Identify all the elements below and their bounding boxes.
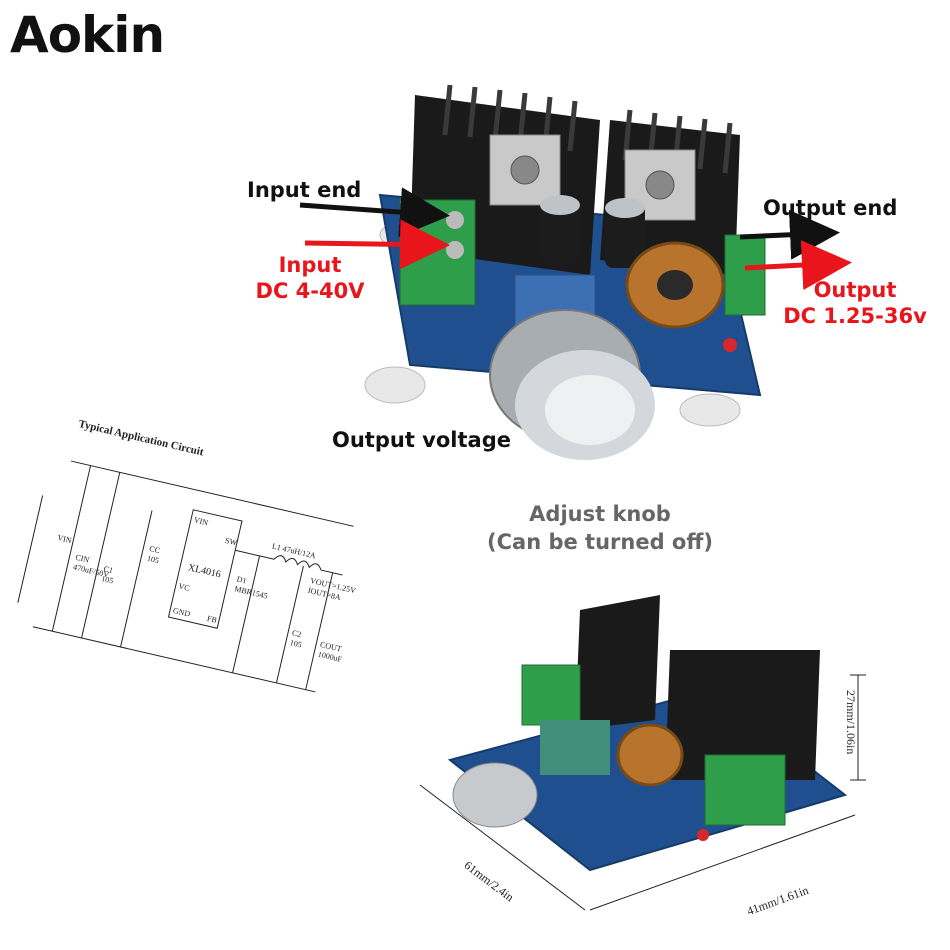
circuit-diode-val: MBR1545 xyxy=(234,584,269,600)
input-dc-arrow xyxy=(304,219,450,270)
circuit-c2-val: 105 xyxy=(289,638,303,649)
brand-logo-text: Aokin xyxy=(10,6,165,64)
circuit-vin: VIN xyxy=(57,533,73,545)
led xyxy=(723,338,737,352)
circuit-cc-val: 105 xyxy=(146,554,160,565)
input-label-line1: Input xyxy=(278,253,342,277)
circuit-cin: CIN xyxy=(75,553,91,565)
circuit-pin-sw: SW xyxy=(224,536,238,548)
circuit-diagram: VIN CIN 470uF/50V C1 105 CC 105 XL4016 V… xyxy=(17,460,357,693)
heatsink-back xyxy=(575,595,660,730)
input-end-label: Input end xyxy=(247,178,362,202)
output-label-line1: Output xyxy=(813,278,897,302)
heatsink-front xyxy=(665,650,820,780)
circuit-c1-val: 105 xyxy=(100,574,114,585)
dimension-lines xyxy=(419,674,866,911)
input-terminal-bottom xyxy=(521,664,581,726)
circuit-cc: CC xyxy=(148,544,160,555)
knob-bottom xyxy=(452,762,538,828)
output-dc-arrow xyxy=(744,240,852,291)
circuit-pin-gnd: GND xyxy=(172,606,191,619)
circuit-pin-vc: VC xyxy=(178,582,191,593)
module-photo-bottom xyxy=(419,595,866,911)
dimension-height: 27mm/1.06in xyxy=(844,690,858,755)
output-end-arrow xyxy=(739,209,840,260)
inductor-bottom xyxy=(616,723,684,787)
potentiometer-bottom xyxy=(540,720,610,775)
circuit-diode: D1 xyxy=(236,574,248,585)
inductor-coil xyxy=(625,241,725,329)
circuit-c2: C2 xyxy=(291,628,302,639)
module-photo-top xyxy=(364,84,766,460)
output-voltage-label: Output voltage xyxy=(332,428,511,452)
adjust-knob xyxy=(489,309,655,460)
circuit-pin-fb: FB xyxy=(206,614,218,625)
circuit-c1: C1 xyxy=(103,564,114,575)
output-terminal-bottom xyxy=(704,754,786,826)
circuit-inductor: L1 47uH/12A xyxy=(271,542,317,561)
adjust-knob-label: Adjust knob (Can be turned off) xyxy=(470,500,730,556)
led-bottom xyxy=(697,829,709,841)
output-terminal xyxy=(724,234,766,316)
circuit-pin-vin: VIN xyxy=(193,515,209,527)
brand-logo: Aokin xyxy=(10,6,165,64)
output-label-line2: DC 1.25-36v xyxy=(783,304,927,328)
adjust-label-line2: (Can be turned off) xyxy=(487,530,713,554)
output-end-label: Output end xyxy=(763,196,898,220)
capacitors xyxy=(540,195,645,268)
output-dc-label: Output DC 1.25-36v xyxy=(765,277,945,329)
adjust-label-line1: Adjust knob xyxy=(529,502,671,526)
input-end-arrow xyxy=(299,187,450,238)
input-label-line2: DC 4-40V xyxy=(255,279,365,303)
input-dc-label: Input DC 4-40V xyxy=(245,252,375,304)
